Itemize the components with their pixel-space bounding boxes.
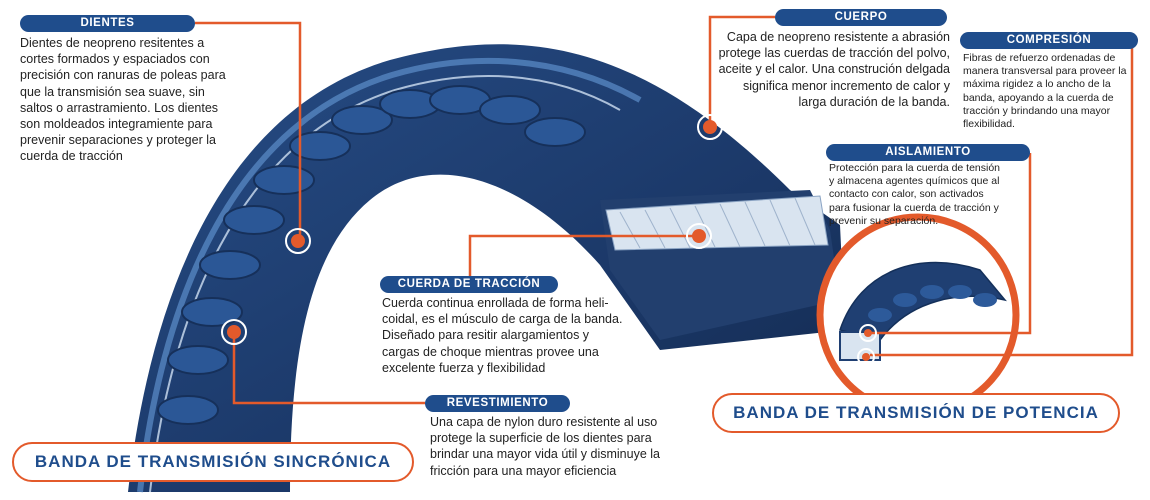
text-line: cuerda de tracción xyxy=(20,149,123,164)
synchronous-belt-banner: BANDA DE TRANSMISIÓN SINCRÓNICA xyxy=(12,442,414,482)
belt-teeth xyxy=(149,85,586,475)
cuerpo-marker xyxy=(697,114,723,140)
text-line: Capa de neopreno resistente a abrasión xyxy=(726,30,950,44)
text-line: precisión con ranuras de poleas para xyxy=(20,68,226,83)
text-line: protege la superficie de los dientes par… xyxy=(430,431,652,446)
power-belt-teeth xyxy=(868,285,997,322)
text-line: manera transversal para proveer la xyxy=(963,65,1127,78)
text-line: son moldeados integramiente para xyxy=(20,117,213,132)
compresion-title: COMPRESIÓN xyxy=(960,32,1138,49)
text-line: flexibilidad. xyxy=(963,118,1015,131)
text-line: cortes formados y espaciados con xyxy=(20,52,210,67)
text-line: larga duración de la banda. xyxy=(798,94,950,109)
text-line: cargas de choque mientras provee una xyxy=(382,344,599,359)
leader-lines xyxy=(195,15,1138,405)
dientes-title: DIENTES xyxy=(20,15,195,32)
text-line: significa menor incremento de calor y xyxy=(742,78,950,93)
text-line: y almacena agentes químicos que al xyxy=(829,175,1000,188)
dientes-marker xyxy=(285,228,311,254)
aislamiento-text: Protección para la cuerda de tensión y a… xyxy=(829,162,1029,228)
text-line: Fibras de refuerzo ordenadas de xyxy=(963,52,1116,64)
aislamiento-title: AISLAMIENTO xyxy=(826,144,1030,161)
revestimiento-title: REVESTIMIENTO xyxy=(425,395,570,412)
dientes-text: Dientes de neopreno resitentes a cortes … xyxy=(20,35,240,165)
text-line: Una capa de nylon duro resistente al uso xyxy=(430,415,658,429)
text-line: prevenir su separación. xyxy=(829,214,939,227)
text-line: coidal, es el músculo de carga de la ban… xyxy=(382,312,623,327)
compresion-text: Fibras de refuerzo ordenadas de manera t… xyxy=(963,52,1143,131)
markers xyxy=(221,114,877,366)
cuerpo-text: Capa de neopreno resistente a abrasión p… xyxy=(708,29,950,110)
text-line: Protección para la cuerda de tensión xyxy=(829,162,1001,174)
text-line: contacto con calor, son activados xyxy=(829,188,984,201)
cuerda-traccion-title: CUERDA DE TRACCIÓN xyxy=(380,276,558,293)
text-line: tracción y brindando una mayor xyxy=(963,104,1111,117)
text-line: excelente fuerza y flexibilidad xyxy=(382,360,546,375)
text-line: prevenir separaciones y proteger la xyxy=(20,133,216,148)
text-line: para fusionar la cuerda de tracción y xyxy=(829,201,999,214)
text-line: saltos o arrastramiento. Los dientes xyxy=(20,100,219,115)
text-line: protege las cuerdas de tracción del polv… xyxy=(718,46,950,61)
text-line: aceite y el calor. Una construción delga… xyxy=(718,62,950,77)
text-line: brindar una mayor vida útil y disminuye … xyxy=(430,447,660,462)
compresion-marker xyxy=(857,348,875,366)
revestimiento-text: Una capa de nylon duro resistente al uso… xyxy=(430,414,670,479)
revestimiento-marker xyxy=(221,319,247,345)
text-line: Diseñado para resitir alargamientos y xyxy=(382,328,590,343)
cuerpo-title: CUERPO xyxy=(775,9,947,26)
text-line: Cuerda continua enrollada de forma heli- xyxy=(382,296,609,310)
cuerda-marker xyxy=(686,223,712,249)
text-line: que la transmisión sea suave, sin xyxy=(20,84,205,99)
text-line: banda, apoyando a la cuerda de xyxy=(963,91,1114,104)
text-line: máxima rigidez a lo ancho de la xyxy=(963,78,1111,91)
aislamiento-marker xyxy=(859,324,877,342)
power-belt-banner: BANDA DE TRANSMISIÓN DE POTENCIA xyxy=(712,393,1120,433)
text-line: fricción para una mayor eficiencia xyxy=(430,463,617,478)
belt-cover-band xyxy=(137,57,642,493)
text-line: Dientes de neopreno resitentes a xyxy=(20,36,205,50)
cuerda-traccion-text: Cuerda continua enrollada de forma heli-… xyxy=(382,295,632,376)
